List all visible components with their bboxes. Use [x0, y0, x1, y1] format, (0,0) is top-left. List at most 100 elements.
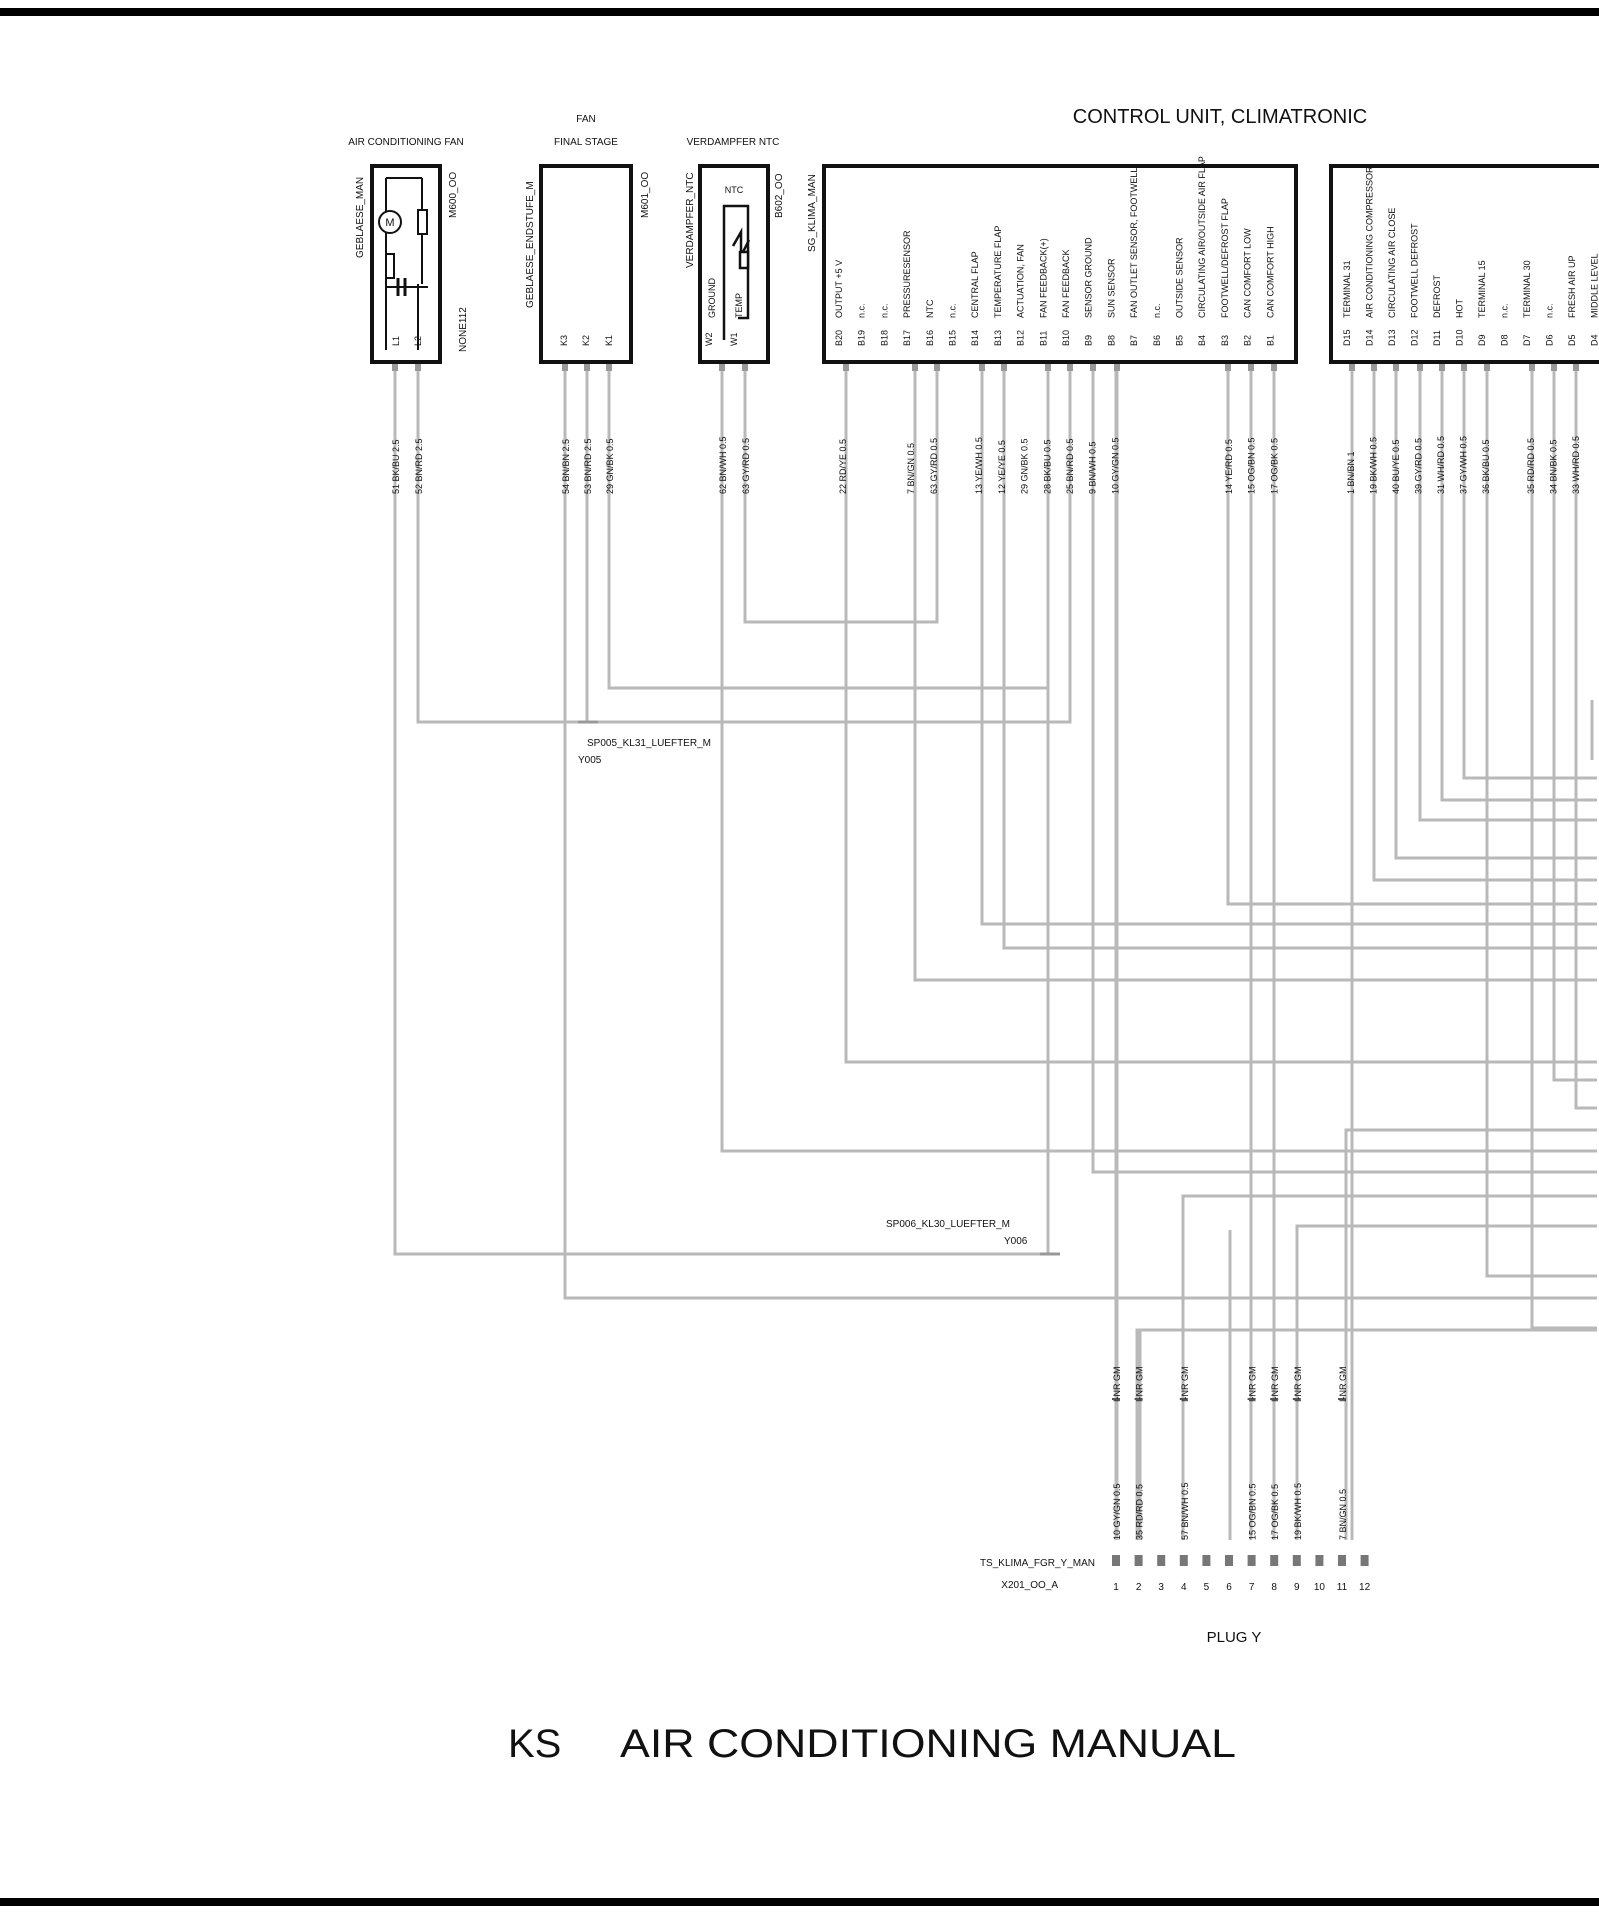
pin-label-b12: ACTUATION, FAN — [1016, 244, 1026, 318]
fan-box — [370, 164, 442, 364]
pin-b15: B15 — [948, 330, 958, 346]
pin-stub — [979, 363, 985, 371]
wire-route — [1181, 1194, 1597, 1540]
pin-stub — [1551, 363, 1557, 371]
plug-pin-number: 4 — [1181, 1582, 1187, 1593]
plug-wire-label: 35 RD/RD 0.5 — [1135, 1484, 1145, 1540]
inline-marker — [1179, 1398, 1188, 1400]
pin-label-b7: FAN OUTLET SENSOR, FOOTWELL — [1129, 168, 1139, 318]
plug-wire-label: 19 BK/WH 0.5 — [1293, 1483, 1303, 1540]
pin-label-b1: CAN COMFORT HIGH — [1265, 226, 1275, 318]
pin-stub — [1461, 363, 1467, 371]
pin-stub — [1371, 363, 1377, 371]
wire-label-b2: 15 OG/BN 0.5 — [1247, 437, 1257, 494]
wire-label-b13: 12 YE/YE 0.5 — [997, 440, 1007, 494]
fan-ref: M600_OO — [448, 172, 459, 218]
wire-label-b16: 63 GY/RD 0.5 — [929, 438, 939, 494]
pin-d14: D14 — [1365, 329, 1375, 346]
plug-pin-number: 9 — [1294, 1582, 1300, 1593]
wire-route — [913, 364, 1597, 982]
plug-pin-number: 7 — [1249, 1582, 1255, 1593]
pin-label-b16: NTC — [925, 299, 935, 318]
motor-icon — [378, 177, 428, 350]
pin-label-b15: n.c. — [948, 303, 958, 318]
plug-pin-number: 1 — [1113, 1582, 1119, 1593]
pin-b9: B9 — [1084, 335, 1094, 346]
pin-label-b9: SENSOR GROUND — [1084, 237, 1094, 318]
pin-b19: B19 — [857, 330, 867, 346]
pin-label-b14: CENTRAL FLAP — [970, 251, 980, 318]
pin-b5: B5 — [1175, 335, 1185, 346]
pin-stub — [1114, 363, 1120, 371]
inline-marker — [1292, 1398, 1301, 1400]
final-caption-1: FAN — [576, 114, 595, 125]
plug-pin-terminal — [1247, 1555, 1256, 1566]
plug-pin-terminal — [1157, 1555, 1166, 1566]
pin-stub — [1045, 363, 1051, 371]
pin-label-d7: TERMINAL 30 — [1522, 260, 1532, 318]
plug-pin-terminal — [1292, 1555, 1301, 1566]
pin-d11: D11 — [1432, 330, 1442, 346]
pin-stub — [1067, 363, 1073, 371]
plug-pin-terminal — [1134, 1555, 1143, 1566]
pin-label-b2: CAN COMFORT LOW — [1243, 228, 1253, 318]
pin-b12: B12 — [1016, 330, 1026, 346]
splice-sp005-name: SP005_KL31_LUEFTER_M — [587, 738, 711, 749]
pin-b14: B14 — [970, 330, 980, 346]
inline-marker — [1112, 1398, 1120, 1400]
ntc-pin-w1: W1 — [729, 333, 739, 347]
pin-label-b17: PRESSURESENSOR — [902, 230, 912, 318]
component-verdampfer-ntc: VERDAMPFER NTC NTC W2 W1 GROUND TEMP VER… — [685, 137, 785, 364]
pin-stub — [742, 363, 748, 371]
plug-pin-number: 5 — [1204, 1582, 1210, 1593]
pin-label-b4: CIRCULATING AIR/OUTSIDE AIR FLAP — [1197, 156, 1207, 318]
wire-route — [844, 364, 1597, 1064]
ntc-pin-label-ground: GROUND — [707, 278, 717, 318]
pin-label-d13: CIRCULATING AIR CLOSE — [1387, 208, 1397, 318]
wire-label-b17: 7 BN/GN 0.5 — [906, 443, 916, 494]
plug-pin-number: 3 — [1158, 1582, 1164, 1593]
pin-stub — [1393, 363, 1399, 371]
pin-b20: B20 — [834, 330, 844, 346]
wire-route — [1418, 364, 1597, 822]
inline-marker — [1134, 1398, 1143, 1400]
inline-connector-label: I-NR GM — [1248, 1367, 1258, 1403]
pin-stub — [843, 363, 849, 371]
inline-marker — [1270, 1398, 1279, 1400]
wire-route — [1372, 364, 1597, 882]
plug-pin-terminal — [1112, 1555, 1120, 1566]
wire-label: 62 BN/WH 0.5 — [718, 436, 728, 494]
pin-d10: D10 — [1455, 329, 1465, 346]
pin-stub — [1439, 363, 1445, 371]
pin-label-b8: SUN SENSOR — [1106, 258, 1116, 318]
inline-connector-label: I-NR GM — [1293, 1367, 1303, 1403]
final-ref: M601_OO — [640, 172, 651, 218]
pin-stub — [1417, 363, 1423, 371]
top-border — [0, 8, 1599, 16]
final-box — [539, 164, 633, 364]
wire-route — [1394, 364, 1597, 860]
pin-d8: D8 — [1500, 334, 1510, 346]
plug-title: PLUG Y — [1207, 1629, 1262, 1646]
wire-route — [1574, 364, 1597, 1110]
wire-label-d11: 31 WH/RD 0.5 — [1436, 436, 1446, 494]
plug-name: TS_KLIMA_FGR_Y_MAN — [980, 1558, 1095, 1569]
pin-stub — [415, 363, 421, 371]
control-unit-name: SG_KLIMA_MAN — [807, 174, 818, 252]
wire-label-b10: 25 BN/RD 0.5 — [1065, 438, 1075, 494]
pin-stub — [1484, 363, 1490, 371]
control-unit-box-d — [1329, 164, 1599, 364]
pin-d15: D15 — [1342, 329, 1352, 346]
wire-label-d5: 33 WH/RD 0.5 — [1571, 436, 1581, 494]
wire-route — [720, 364, 1597, 1153]
plug-pin-number: 10 — [1314, 1582, 1326, 1593]
pin-stub — [934, 363, 940, 371]
plug-pin-terminal — [1270, 1555, 1279, 1566]
pin-stub — [1001, 363, 1007, 371]
pin-b4: B4 — [1197, 335, 1207, 346]
wire-label-d10: 37 GY/WH 0.5 — [1459, 436, 1469, 494]
pin-label-d9: TERMINAL 15 — [1477, 260, 1487, 318]
